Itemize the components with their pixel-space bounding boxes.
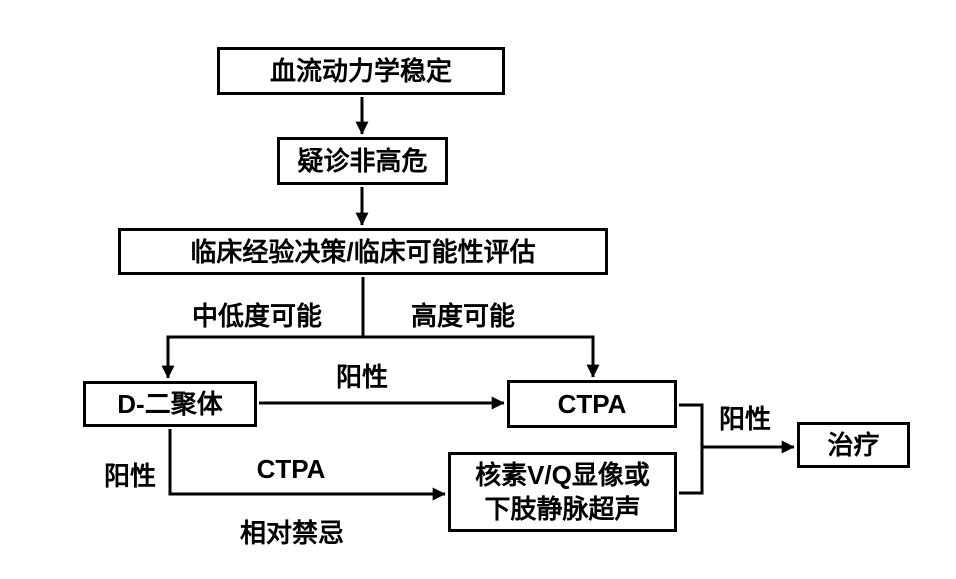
edge-label-high-probability: 高度可能 <box>410 301 515 331</box>
node-clinical-assessment: 临床经验决策/临床可能性评估 <box>118 228 608 275</box>
node-vq-scan-line1: 核素V/Q显像或 <box>475 460 650 490</box>
edge-label-positive-ddimer-down: 阳性 <box>103 461 156 491</box>
node-treatment-label: 治疗 <box>827 430 880 460</box>
node-d-dimer: D-二聚体 <box>83 381 257 427</box>
node-treatment: 治疗 <box>797 422 910 468</box>
node-ctpa: CTPA <box>507 380 677 428</box>
node-clinical-assessment-label: 临床经验决策/临床可能性评估 <box>190 236 536 267</box>
node-vq-scan-or-ultrasound: 核素V/Q显像或 下肢静脉超声 <box>448 452 677 532</box>
node-vq-scan-line2: 下肢静脉超声 <box>484 494 641 524</box>
edge-label-relative-contraindication: 相对禁忌 <box>239 518 344 548</box>
node-hemodynamic-stable: 血流动力学稳定 <box>217 47 505 95</box>
edge-label-ctpa: CTPA <box>256 454 326 484</box>
node-suspected-non-high-risk: 疑诊非高危 <box>277 137 448 185</box>
edge-label-low-medium-probability: 中低度可能 <box>191 301 322 331</box>
edge-ddimer-to-vq <box>168 429 446 501</box>
node-d-dimer-label: D-二聚体 <box>117 389 223 419</box>
edge-label-positive-to-treatment: 阳性 <box>718 404 771 434</box>
edge-result-bracket <box>679 403 704 495</box>
node-hemodynamic-stable-label: 血流动力学稳定 <box>269 56 452 86</box>
edge-label-positive-ddimer-to-ctpa: 阳性 <box>335 362 388 392</box>
node-suspected-non-high-risk-label: 疑诊非高危 <box>297 146 428 176</box>
node-ctpa-label: CTPA <box>557 389 627 419</box>
